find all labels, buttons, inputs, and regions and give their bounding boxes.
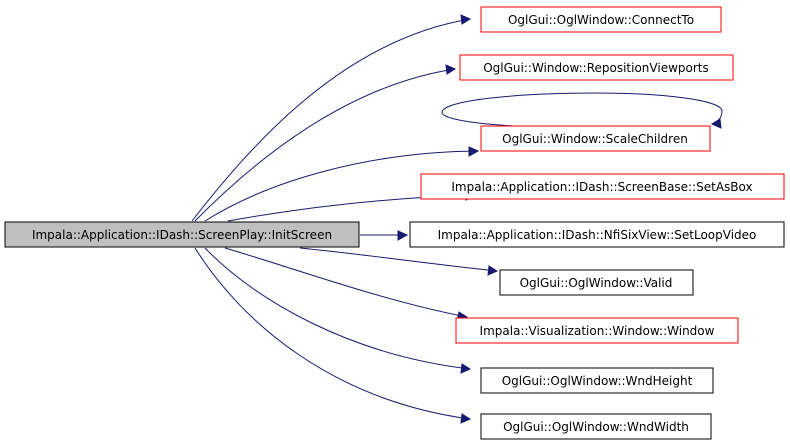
node-box <box>480 125 711 152</box>
node-valid: OglGui::OglWindow::Valid <box>499 269 694 296</box>
node-label: OglGui::OglWindow::Valid <box>520 276 673 290</box>
node-label: OglGui::OglWindow::WndWidth <box>503 420 689 434</box>
node-box <box>459 54 734 81</box>
node-root-initscreen: Impala::Application::IDash::ScreenPlay::… <box>4 221 360 248</box>
node-connectto[interactable]: OglGui::OglWindow::ConnectTo <box>480 6 722 33</box>
node-label: OglGui::OglWindow::ConnectTo <box>508 13 694 27</box>
edge-setloopvideo <box>360 230 409 241</box>
node-box <box>480 6 722 33</box>
node-repositionviewports[interactable]: OglGui::Window::RepositionViewports <box>459 54 734 81</box>
node-label: OglGui::Window::RepositionViewports <box>483 61 709 75</box>
node-label: Impala::Application::IDash::ScreenBase::… <box>451 180 752 194</box>
node-wndheight: OglGui::OglWindow::WndHeight <box>480 367 714 394</box>
node-wndwidth: OglGui::OglWindow::WndWidth <box>480 413 712 440</box>
node-box <box>480 413 712 440</box>
edge-wndwidth <box>194 247 472 424</box>
call-nodes: Impala::Application::IDash::ScreenPlay::… <box>4 6 785 440</box>
node-box <box>480 367 714 394</box>
node-box <box>420 173 785 200</box>
edge-scalechildren <box>204 146 480 222</box>
edge-window <box>224 247 469 322</box>
node-box <box>409 221 785 248</box>
node-label: Impala::Visualization::Window::Window <box>480 324 715 338</box>
node-scalechildren[interactable]: OglGui::Window::ScaleChildren <box>480 125 711 152</box>
edge-valid <box>299 247 499 276</box>
node-label: Impala::Application::IDash::NfiSixView::… <box>438 228 757 242</box>
node-label: Impala::Application::IDash::ScreenPlay::… <box>32 228 332 242</box>
edge-repositionviewports <box>194 64 457 222</box>
edge-wndheight <box>204 247 472 374</box>
node-label: OglGui::Window::ScaleChildren <box>502 132 688 146</box>
edge-scalechildren-self-loop <box>441 92 723 129</box>
node-setloopvideo: Impala::Application::IDash::NfiSixView::… <box>409 221 785 248</box>
node-box <box>499 269 694 296</box>
node-window[interactable]: Impala::Visualization::Window::Window <box>455 317 739 344</box>
edge-connectto <box>191 14 472 222</box>
node-label: OglGui::OglWindow::WndHeight <box>502 374 693 388</box>
node-box <box>455 317 739 344</box>
node-box <box>4 221 360 248</box>
node-setasbox[interactable]: Impala::Application::IDash::ScreenBase::… <box>420 173 785 200</box>
